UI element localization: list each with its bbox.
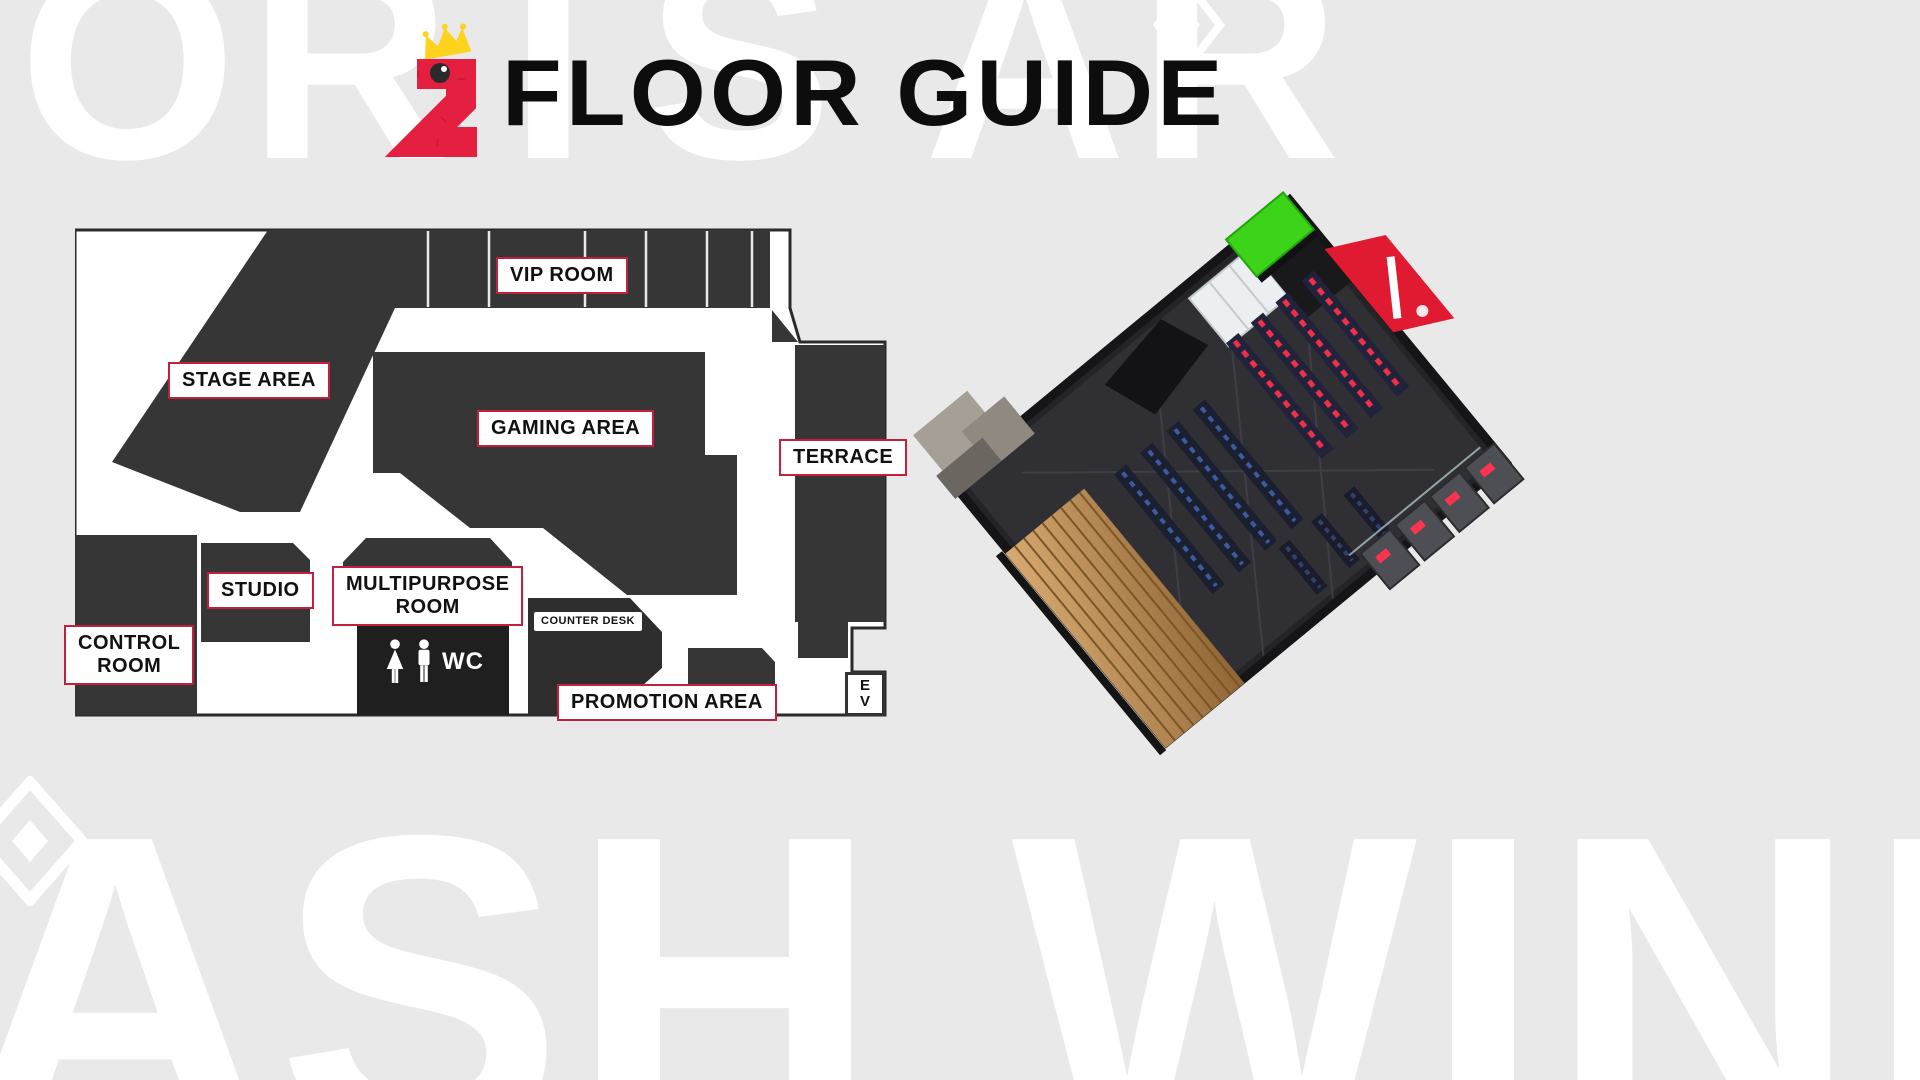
room-label-vip-room: VIP ROOM (496, 257, 628, 294)
room-label-studio: STUDIO (207, 572, 314, 609)
side-pods (1348, 442, 1525, 591)
venue-3d-render (913, 191, 1525, 756)
diamond-mark-icon (0, 776, 90, 906)
room-shape-corner-connector (772, 310, 798, 342)
room-label-promotion-area: PROMOTION AREA (557, 684, 777, 721)
room-shape-terrace-lower (798, 622, 848, 658)
room-label-multipurpose-room: MULTIPURPOSE ROOM (332, 566, 524, 626)
crown-icon (422, 23, 472, 60)
background-watermark-top: PORTS AR (0, 0, 1353, 218)
desk-rows-lower (1278, 486, 1393, 595)
diamond-mark-icon (1152, 0, 1226, 70)
eye-icon (430, 63, 450, 83)
room-label-control-room: CONTROL ROOM (64, 625, 195, 685)
desk-rows-blue (1113, 399, 1304, 595)
woman-icon (386, 639, 404, 683)
brand-logo (384, 23, 477, 157)
logo-numeral (384, 59, 477, 157)
room-shape-stage-vip-band (112, 230, 770, 512)
room-partition-lines (426, 231, 754, 307)
room-label-stage-area: STAGE AREA (168, 362, 330, 399)
concrete-structures (913, 390, 1035, 499)
wc-label: WC (442, 648, 484, 675)
desk-rows-red (1226, 270, 1410, 459)
led-screen (1324, 234, 1455, 333)
wc-sign: WC (384, 638, 484, 686)
room-shape-terrace (795, 345, 885, 622)
room-label-counter-desk: COUNTER DESK (534, 612, 643, 631)
background-watermark-bottom: ASH WINDER (0, 747, 1920, 1080)
man-icon (418, 639, 430, 682)
green-screen (1224, 191, 1316, 278)
room-label-terrace: TERRACE (779, 439, 908, 476)
room-label-gaming-area: GAMING AREA (477, 410, 655, 447)
wooden-stairs (995, 488, 1245, 756)
entrance-tunnel (1104, 319, 1209, 415)
elevator-box: E V (845, 672, 885, 716)
page-title: FLOOR GUIDE (502, 40, 1227, 145)
